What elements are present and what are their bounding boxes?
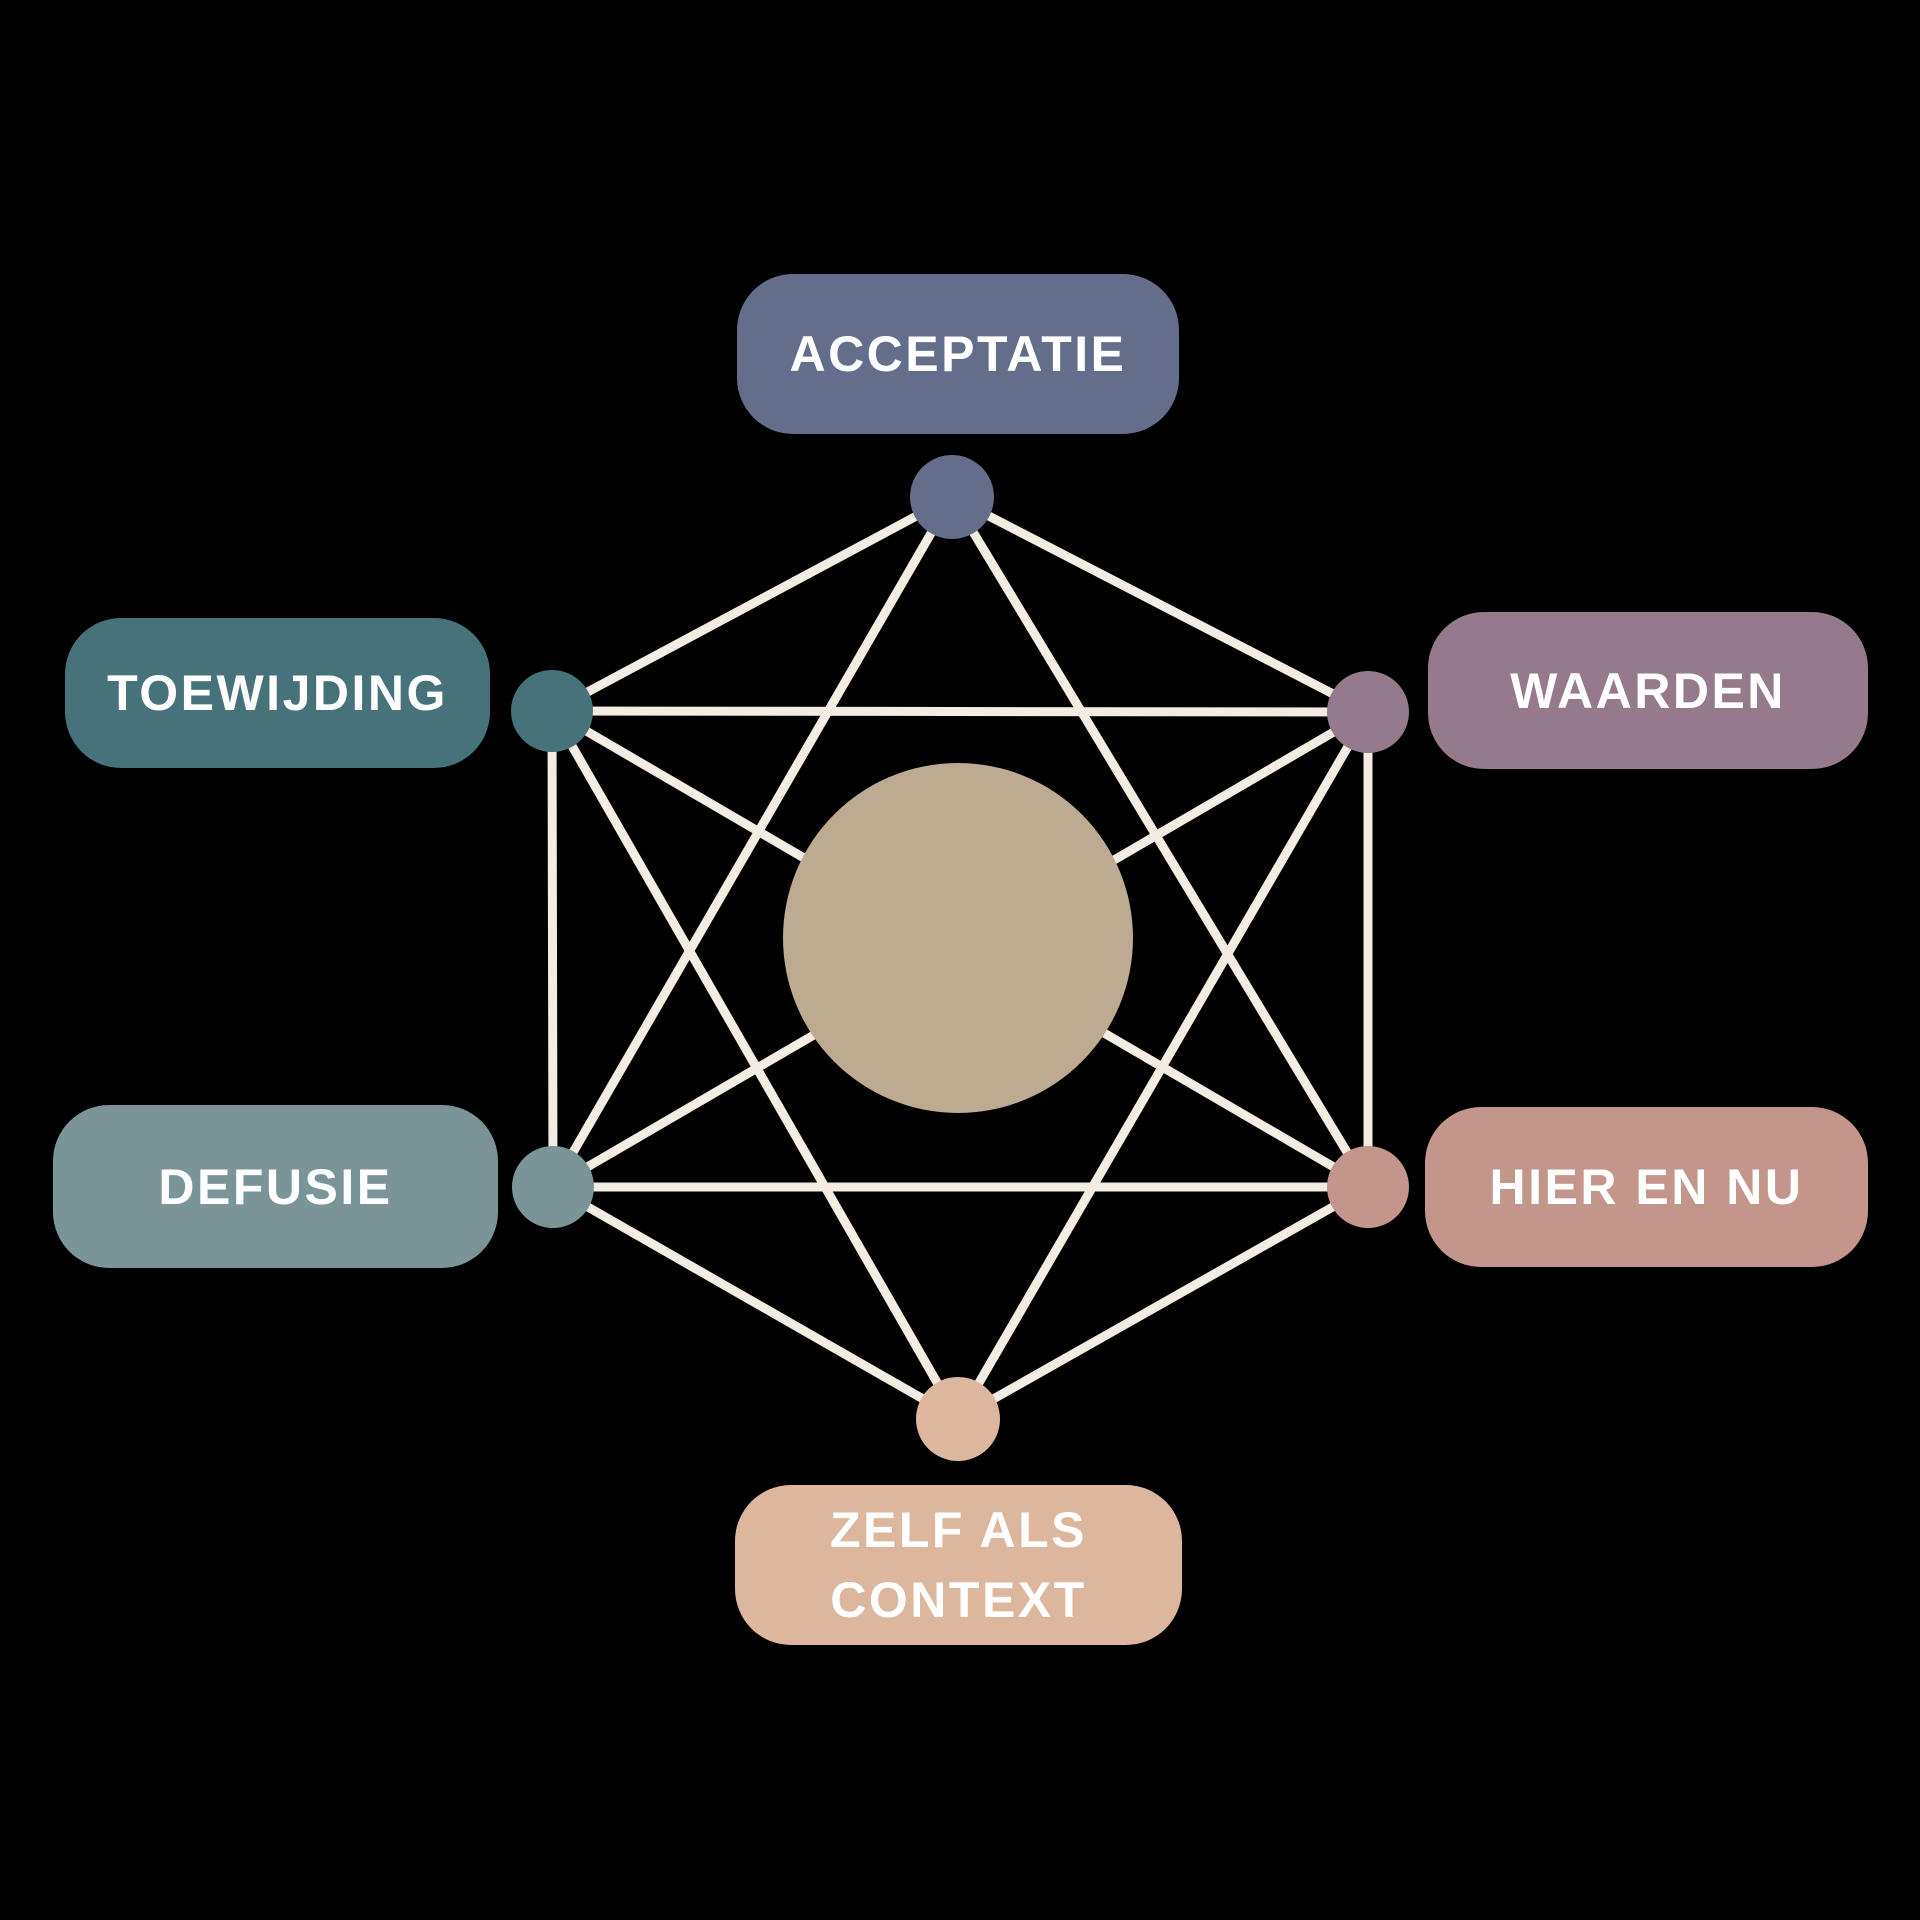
label-waarden: WAARDEN <box>1428 612 1868 769</box>
label-toewijding: TOEWIJDING <box>65 618 490 768</box>
zelf-als-context-dot <box>916 1377 1000 1461</box>
label-acceptatie: ACCEPTATIE <box>737 274 1179 434</box>
toewijding-dot <box>511 670 593 752</box>
label-waarden-text: WAARDEN <box>1510 662 1786 719</box>
label-zelf-als-context: ZELF ALS CONTEXT <box>735 1485 1182 1645</box>
edge-acceptatie-hier-en-nu <box>948 494 1372 1190</box>
edge-hier-en-nu-zelf-als-context <box>955 1183 1371 1423</box>
edge-toewijding-defusie <box>547 710 558 1188</box>
waarden-dot <box>1327 671 1409 753</box>
center-circle <box>783 763 1133 1113</box>
label-toewijding-text: TOEWIJDING <box>107 665 448 721</box>
acceptatie-dot <box>910 455 994 539</box>
label-hier-en-nu-text: HIER EN NU <box>1489 1159 1804 1215</box>
edge-acceptatie-waarden <box>949 493 1371 716</box>
label-hier-en-nu: HIER EN NU <box>1425 1107 1868 1267</box>
edge-acceptatie-toewijding <box>549 493 955 715</box>
label-acceptatie-text: ACCEPTATIE <box>789 326 1127 382</box>
label-zelf-als-context-line2: CONTEXT <box>830 1572 1087 1628</box>
edge-acceptatie-defusie <box>549 494 956 1190</box>
label-defusie-text: DEFUSIE <box>158 1158 393 1215</box>
edge-toewijding-waarden <box>551 706 1369 717</box>
label-zelf-als-context-line1: ZELF ALS <box>829 1502 1087 1558</box>
defusie-dot <box>512 1146 594 1228</box>
label-defusie: DEFUSIE <box>53 1105 498 1268</box>
edge-defusie-zelf-als-context <box>550 1183 961 1423</box>
hier-en-nu-dot <box>1327 1146 1409 1228</box>
